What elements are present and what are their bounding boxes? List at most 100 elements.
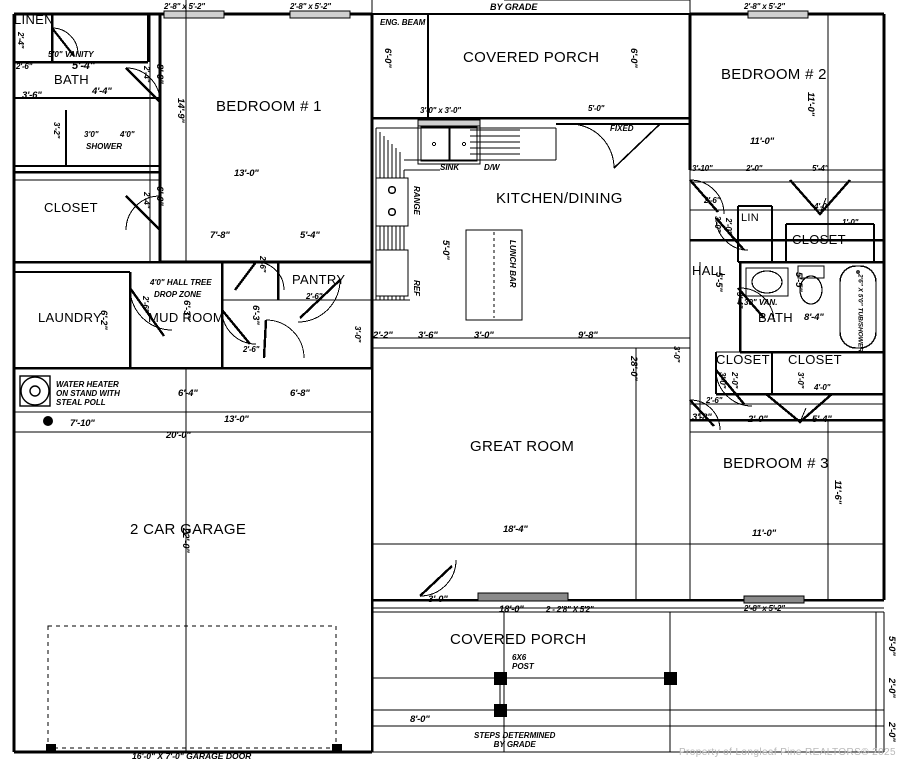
dim-lin2-2-0: 2'-0" bbox=[724, 218, 733, 235]
dim-mud-3-0: 3'-0" bbox=[353, 326, 362, 343]
dim-garage-6-4: 6'-4" bbox=[178, 388, 198, 399]
dim-hall-5-5b: 5'-5" bbox=[793, 272, 804, 292]
vanity-master-dim: 5'-4" bbox=[72, 60, 95, 72]
dim-closet2-1-0: 1'-0" bbox=[842, 218, 859, 227]
dim-porch-5-0: 5'-0" bbox=[886, 636, 897, 656]
room-label-kitchen-dining: KITCHEN/DINING bbox=[496, 190, 623, 207]
shower-dim-b: 4'0" bbox=[120, 130, 135, 139]
room-label-mud-room: MUD ROOM bbox=[148, 310, 225, 325]
by-grade-note: BY GRADE bbox=[490, 2, 538, 12]
room-label-closet-3: CLOSET bbox=[716, 352, 770, 367]
dim-br2-2-6: 2'-6" bbox=[704, 196, 721, 205]
dim-closet-6-0: 6'-0" bbox=[154, 186, 165, 206]
dim-bath-4-4: 4'-4" bbox=[92, 86, 112, 97]
room-label-covered-porch-top: COVERED PORCH bbox=[463, 49, 600, 66]
dim-closet-3-8: 3'-8" bbox=[692, 412, 712, 423]
room-label-great-room: GREAT ROOM bbox=[470, 438, 575, 455]
dim-mud-2-6a: 2'-6" bbox=[141, 296, 150, 313]
fixed-window-note: FIXED bbox=[610, 124, 634, 133]
dim-porch-top-right: 6'-0" bbox=[628, 48, 639, 68]
dim-br3-11-0: 11'-0" bbox=[752, 528, 776, 539]
dim-br3-11-6: 11'-6" bbox=[832, 480, 843, 504]
eng-beam-note: ENG. BEAM bbox=[380, 18, 426, 27]
dim-water-heater-7-10: 7'-10" bbox=[70, 418, 95, 429]
watermark: Property of Longleaf Pine REALTORS® 2025 bbox=[678, 747, 896, 758]
dim-mud-2-6b: 2'-6" bbox=[243, 345, 260, 354]
room-label-bedroom-1: BEDROOM # 1 bbox=[216, 98, 322, 115]
dim-garage-20-0: 20'-0" bbox=[166, 430, 191, 441]
dim-closet3-3-0: 3'-0" bbox=[718, 372, 727, 389]
dim-br2-2-0: 2'-0" bbox=[746, 164, 763, 173]
dim-window-bottom-br3: 2'-8" x 5'-2" bbox=[744, 604, 785, 613]
dim-great-28-0: 28'-0" bbox=[628, 356, 639, 381]
dim-br2-3-10: 3'-10" bbox=[692, 164, 713, 173]
room-label-linen: LINEN bbox=[14, 12, 54, 27]
dim-great-door-3-0: 3'-0" bbox=[428, 594, 448, 605]
dim-br1-8-9: 8'-9" bbox=[154, 64, 165, 84]
dim-bath-3-2: 3'-2" bbox=[52, 122, 61, 139]
room-label-hall: HALL bbox=[692, 263, 726, 278]
dim-kitchen-5-0: 5'-0" bbox=[440, 240, 451, 260]
dim-closet-5-4: 5'-4" bbox=[812, 414, 832, 425]
dim-kitchen-3-6: 3'-6" bbox=[418, 330, 438, 341]
post-note: 6X6 POST bbox=[512, 653, 534, 672]
dim-closet-2-6: 2'-6" bbox=[706, 396, 723, 405]
dim-pantry-2-6a: 2'-6" bbox=[258, 256, 267, 273]
room-label-pantry: PANTRY bbox=[292, 272, 346, 287]
hall-tree-label: 4'0" HALL TREE bbox=[150, 278, 212, 287]
dim-great-18-4: 18'-4" bbox=[503, 524, 528, 535]
dim-window-top-1: 2'-8" x 5'-2" bbox=[164, 2, 205, 11]
dim-closet4-3-0: 3'-0" bbox=[796, 372, 805, 389]
room-label-hall-bath: BATH bbox=[758, 310, 793, 325]
room-label-closet-2: CLOSET bbox=[792, 232, 846, 247]
dim-great-door-window: 2 - 2'8" X 5'2" bbox=[546, 605, 594, 614]
dim-porch-2-0b: 2'-0" bbox=[886, 722, 897, 742]
range-label: RANGE bbox=[412, 186, 422, 215]
dim-br2-5-4: 5'-4" bbox=[812, 164, 829, 173]
room-label-linen-2: LIN bbox=[741, 212, 760, 224]
dim-mud-6-3b: 6'-3" bbox=[250, 305, 261, 325]
tub-shower-label: 2'6" X 5'0" TUB/SHOWER bbox=[856, 274, 864, 352]
dim-br2-11-0-v: 11'-0" bbox=[805, 92, 816, 116]
dim-hall-5-5a: 5'-5" bbox=[713, 272, 724, 292]
dim-door-fixed: 5'-0" bbox=[588, 104, 605, 113]
lunch-bar-label: LUNCH BAR bbox=[508, 240, 518, 288]
room-label-master-bath: BATH bbox=[54, 72, 89, 87]
dim-porch-top-left: 6'-0" bbox=[382, 48, 393, 68]
dim-great-18-0: 18'-0" bbox=[499, 604, 524, 615]
dim-window-kitchen: 3'-0" x 3'-0" bbox=[420, 106, 461, 115]
dim-porch-2-0a: 2'-0" bbox=[886, 678, 897, 698]
dim-window-top-2: 2'-8" x 5'-2" bbox=[290, 2, 331, 11]
dim-linen-2-6: 2'-6" bbox=[16, 62, 33, 71]
dim-closet-door-2-4: 2'-4" bbox=[142, 192, 151, 209]
dim-laundry-6-2: 6'-2" bbox=[98, 310, 109, 330]
dim-bath-3-4: 3'-4" bbox=[735, 292, 744, 309]
dim-mud-6-3a: 6'-3" bbox=[181, 300, 192, 320]
dim-garage-13-0: 13'-0" bbox=[224, 414, 249, 425]
refrigerator-label: REF bbox=[412, 280, 422, 296]
dim-window-top-3: 2'-8" x 5'-2" bbox=[744, 2, 785, 11]
dishwasher-label: D/W bbox=[484, 163, 500, 172]
dim-kitchen-2-2: 2'-2" bbox=[373, 330, 393, 341]
vanity-hall-label: 30" VAN. bbox=[744, 298, 778, 307]
sink-label: SINK bbox=[440, 163, 460, 172]
room-label-covered-porch-bottom: COVERED PORCH bbox=[450, 631, 587, 648]
water-heater-note: WATER HEATER ON STAND WITH STEAL POLL bbox=[56, 380, 120, 408]
steps-note: STEPS DETERMINED BY GRADE bbox=[474, 731, 556, 750]
dim-br2-4-0: 4'-0" bbox=[814, 202, 831, 211]
dim-porch-8-0: 8'-0" bbox=[410, 714, 430, 725]
dim-bath-8-4: 8'-4" bbox=[804, 312, 824, 323]
dim-br1-14-9: 14'-9" bbox=[175, 98, 186, 123]
room-label-bedroom-3: BEDROOM # 3 bbox=[723, 455, 829, 472]
dim-hall-7-8: 7'-8" bbox=[210, 230, 230, 241]
dim-hall-opening-3-0: 3'-0" bbox=[672, 346, 681, 363]
dim-kitchen-9-8: 9'-8" bbox=[578, 330, 598, 341]
shower-label: SHOWER bbox=[86, 142, 122, 151]
dim-br1-13-0: 13'-0" bbox=[234, 168, 259, 179]
dim-hall-5-4: 5'-4" bbox=[300, 230, 320, 241]
vanity-master-label: 5'0" VANITY bbox=[48, 50, 94, 59]
room-label-bedroom-2: BEDROOM # 2 bbox=[721, 66, 827, 83]
garage-door-note: 16'-0" X 7'-0" GARAGE DOOR bbox=[132, 751, 252, 761]
dim-closet4-4-0: 4'-0" bbox=[814, 383, 831, 392]
